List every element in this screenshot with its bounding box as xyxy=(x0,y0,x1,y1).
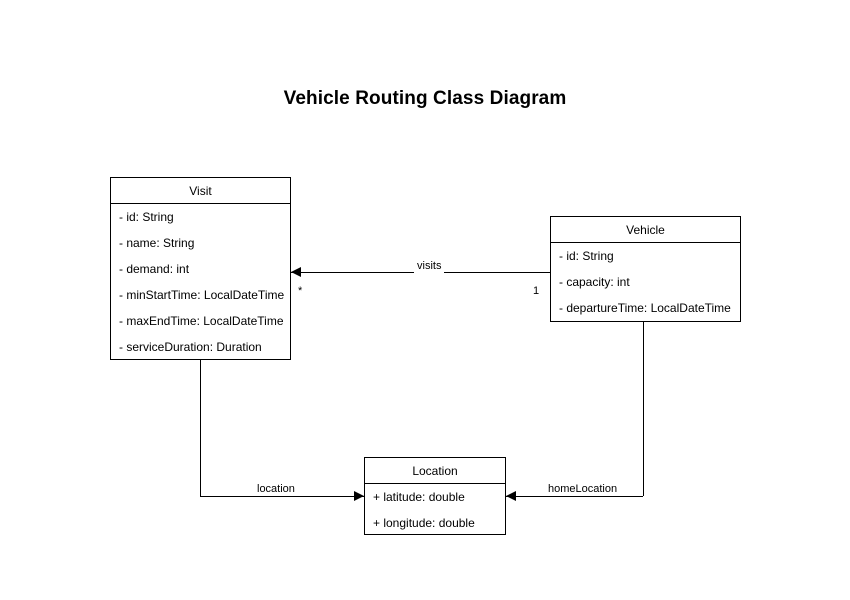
class-box-location[interactable]: Location + latitude: double + longitude:… xyxy=(364,457,506,535)
edge-label-location: location xyxy=(254,483,298,496)
attribute-row: - capacity: int xyxy=(559,275,630,289)
attribute-list-location: + latitude: double + longitude: double xyxy=(365,484,505,536)
attribute-list-visit: - id: String - name: String - demand: in… xyxy=(111,204,290,360)
class-name-vehicle: Vehicle xyxy=(551,217,740,243)
attribute-row: + longitude: double xyxy=(373,516,475,530)
attribute-row: - departureTime: LocalDateTime xyxy=(559,301,731,315)
arrowhead-homelocation-icon xyxy=(506,491,516,501)
attribute-row: - id: String xyxy=(119,210,174,224)
attribute-row: - demand: int xyxy=(119,262,190,276)
edge-label-homelocation: homeLocation xyxy=(545,483,621,496)
class-box-visit[interactable]: Visit - id: String - name: String - dema… xyxy=(110,177,291,360)
attribute-row: - id: String xyxy=(559,249,614,263)
edge-homelocation-line-vertical xyxy=(642,322,644,496)
edge-location-line-horizontal xyxy=(199,495,365,497)
attribute-row: + latitude: double xyxy=(373,490,465,504)
arrowhead-visits-icon xyxy=(291,267,301,277)
multiplicity-visits-source: 1 xyxy=(533,285,540,297)
attribute-row: - name: String xyxy=(119,236,195,250)
class-box-vehicle[interactable]: Vehicle - id: String - capacity: int - d… xyxy=(550,216,741,322)
attribute-row: - serviceDuration: Duration xyxy=(119,340,262,354)
edge-label-visits: visits xyxy=(414,260,445,273)
arrowhead-location-icon xyxy=(354,491,364,501)
attribute-row: - maxEndTime: LocalDateTime xyxy=(119,314,284,328)
multiplicity-visits-target: * xyxy=(298,285,303,297)
class-name-visit: Visit xyxy=(111,178,290,204)
page-title: Vehicle Routing Class Diagram xyxy=(283,88,567,109)
attribute-row: - minStartTime: LocalDateTime xyxy=(119,288,285,302)
edge-homelocation-line-horizontal xyxy=(506,495,643,497)
edge-location-line-vertical xyxy=(199,360,201,496)
attribute-list-vehicle: - id: String - capacity: int - departure… xyxy=(551,243,740,321)
class-name-location: Location xyxy=(365,458,505,484)
